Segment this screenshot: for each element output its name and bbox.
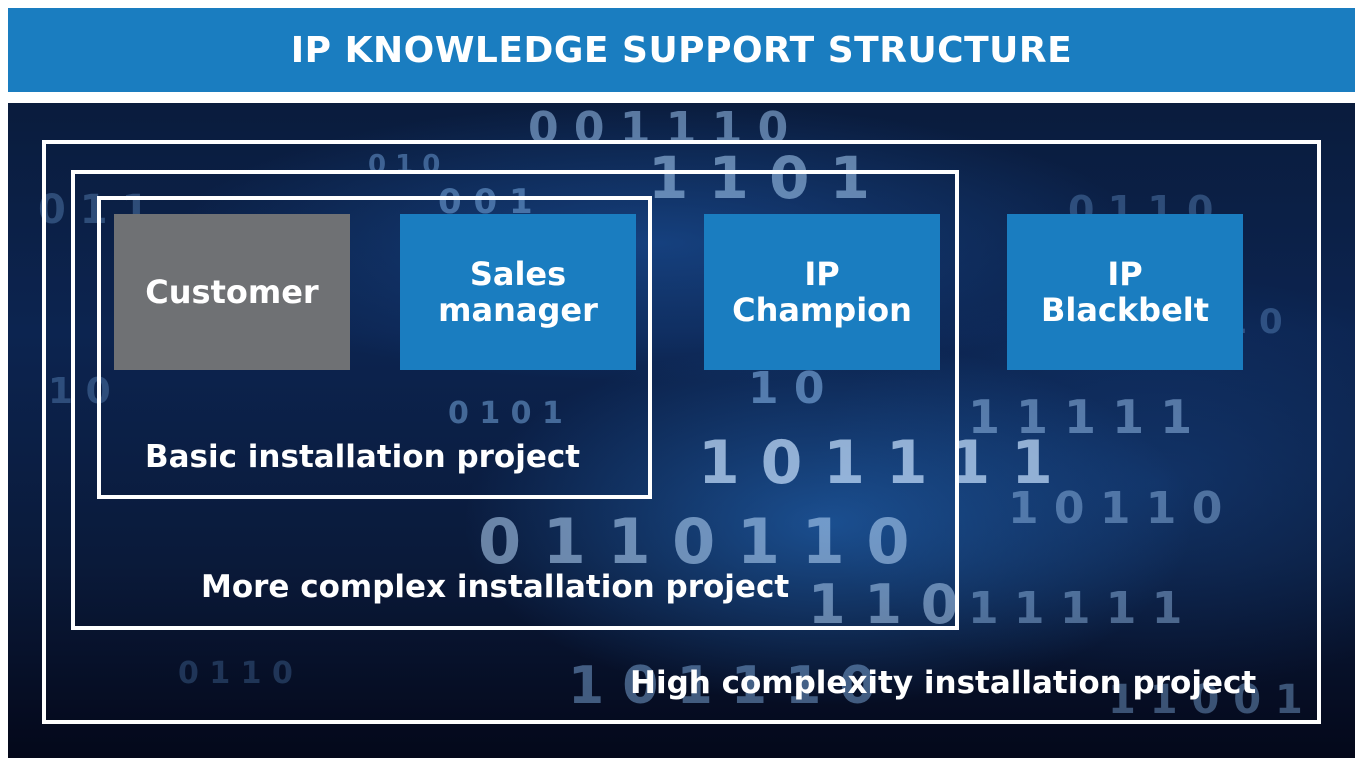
svg-text:1 0 1 1 1 1: 1 0 1 1 1 1 <box>698 428 1053 498</box>
role-label: IP Champion <box>732 255 912 329</box>
diagram-area: 0 0 1 1 1 0 1 1 0 1 0 1 0 0 0 1 1 0 0 1 … <box>8 103 1355 758</box>
svg-text:1 0 1 1 0: 1 0 1 1 0 <box>1008 483 1222 534</box>
binary-background-image: 0 0 1 1 1 0 1 1 0 1 0 1 0 0 0 1 1 0 0 1 … <box>38 103 1303 723</box>
role-box-ip-champion: IP Champion <box>704 214 940 370</box>
svg-text:0 1 1 0 1 1 0: 0 1 1 0 1 1 0 <box>478 505 910 578</box>
role-label: IP Blackbelt <box>1040 255 1210 329</box>
label-more-complex-project: More complex installation project <box>201 569 790 605</box>
role-label: Sales manager <box>438 255 598 329</box>
role-box-customer: Customer <box>114 214 350 370</box>
svg-text:0 1 1 0: 0 1 1 0 <box>178 656 293 691</box>
svg-text:1 1 0 0 1: 1 1 0 0 1 <box>1108 677 1303 723</box>
role-label: Customer <box>145 273 319 311</box>
svg-text:1 0 1 1 1 0: 1 0 1 1 1 0 <box>568 656 876 716</box>
svg-text:0 1 0: 0 1 0 <box>368 150 440 180</box>
label-basic-project: Basic installation project <box>145 439 581 475</box>
role-box-sales-manager: Sales manager <box>400 214 636 370</box>
svg-text:1 0: 1 0 <box>748 363 825 414</box>
role-box-ip-blackbelt: IP Blackbelt <box>1007 214 1243 370</box>
label-high-complexity-project: High complexity installation project <box>630 665 1257 701</box>
svg-text:1 1 0 1: 1 1 0 1 <box>648 144 870 212</box>
frame-high-complexity <box>42 140 1321 724</box>
svg-text:1 1 0: 1 1 0 <box>808 573 958 636</box>
svg-text:1 1 1 1 1: 1 1 1 1 1 <box>968 583 1182 634</box>
svg-text:1 1 1 1 1: 1 1 1 1 1 <box>968 390 1192 444</box>
frame-more-complex <box>71 170 959 630</box>
header-banner: IP KNOWLEDGE SUPPORT STRUCTURE <box>8 8 1355 92</box>
frame-basic <box>97 196 652 499</box>
svg-text:0 0 1 1 1 0: 0 0 1 1 1 0 <box>528 103 788 154</box>
svg-text:0 1 0 1: 0 1 0 1 <box>448 396 563 431</box>
page-title: IP KNOWLEDGE SUPPORT STRUCTURE <box>290 29 1073 71</box>
